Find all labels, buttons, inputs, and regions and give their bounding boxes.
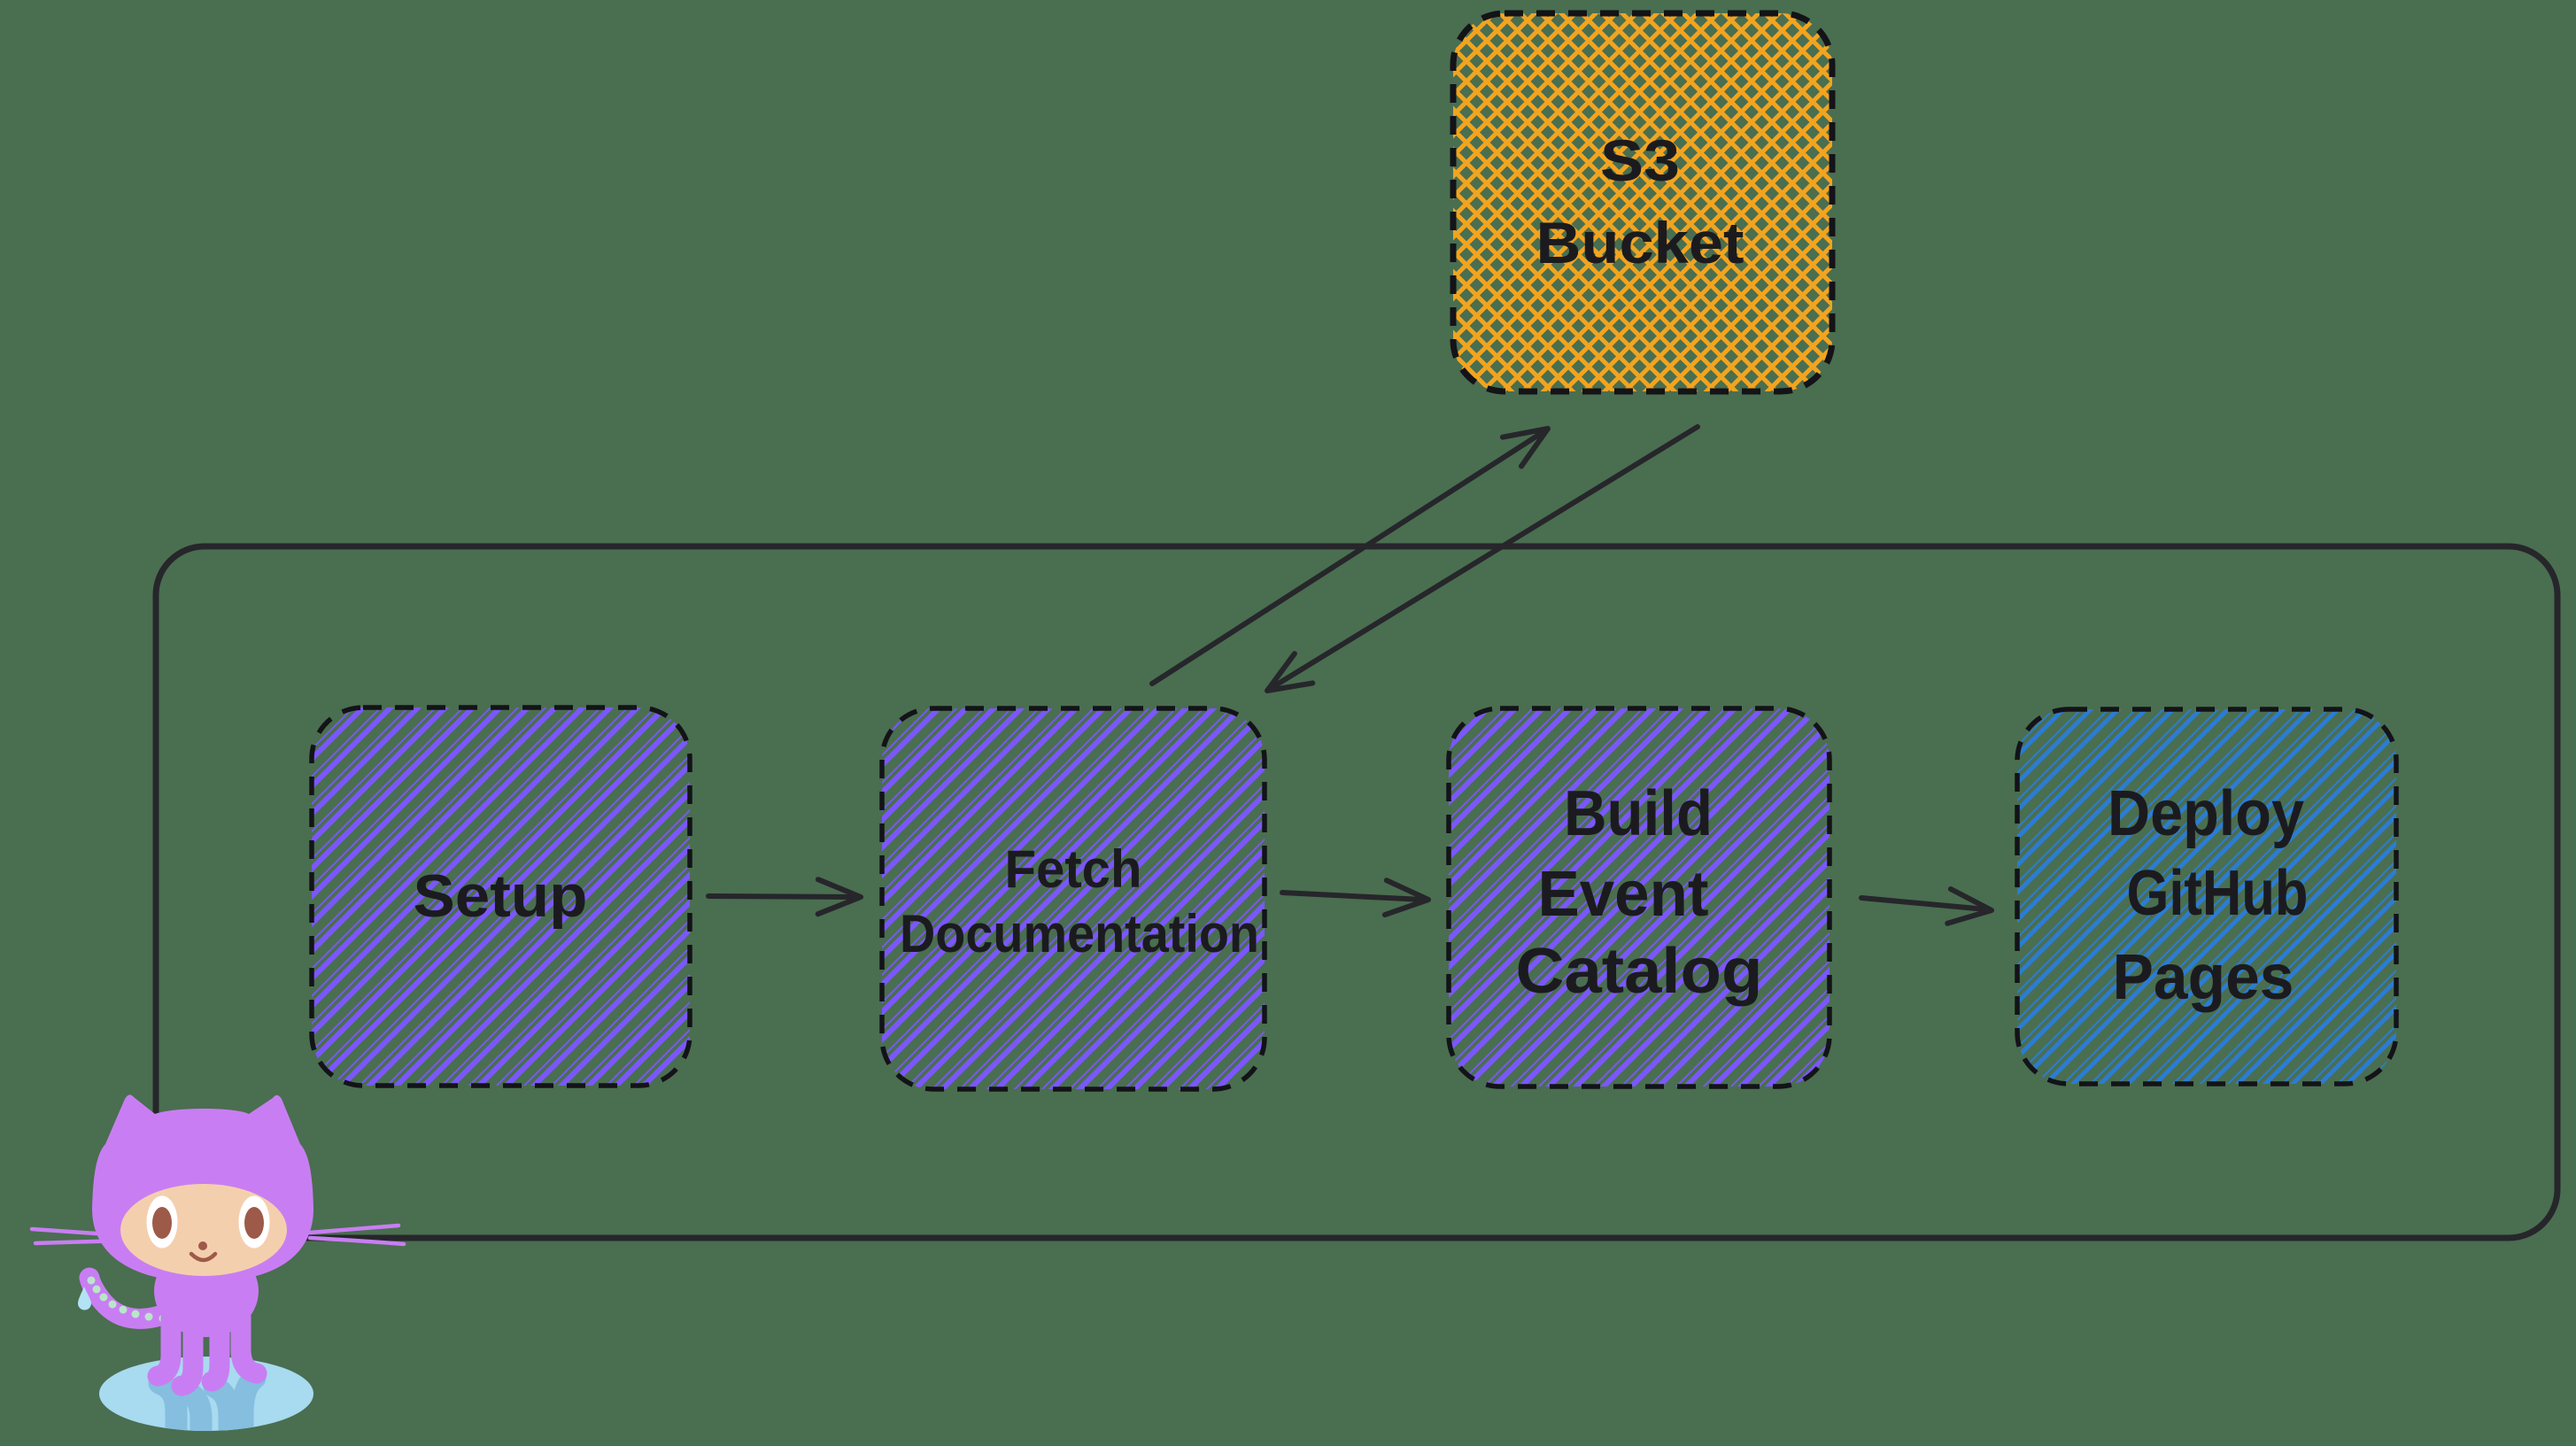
svg-text:S3: S3	[1600, 128, 1680, 193]
svg-text:Deploy: Deploy	[2108, 778, 2304, 849]
svg-text:Build: Build	[1564, 778, 1713, 849]
svg-text:Pages: Pages	[2113, 942, 2294, 1013]
svg-text:Documentation: Documentation	[900, 904, 1259, 963]
svg-text:Event: Event	[1538, 859, 1709, 930]
svg-text:GitHub: GitHub	[2127, 858, 2309, 929]
svg-text:Catalog: Catalog	[1516, 936, 1763, 1007]
svg-text:Setup: Setup	[414, 862, 588, 930]
svg-text:Bucket: Bucket	[1536, 210, 1744, 275]
svg-text:Fetch: Fetch	[1005, 839, 1142, 899]
